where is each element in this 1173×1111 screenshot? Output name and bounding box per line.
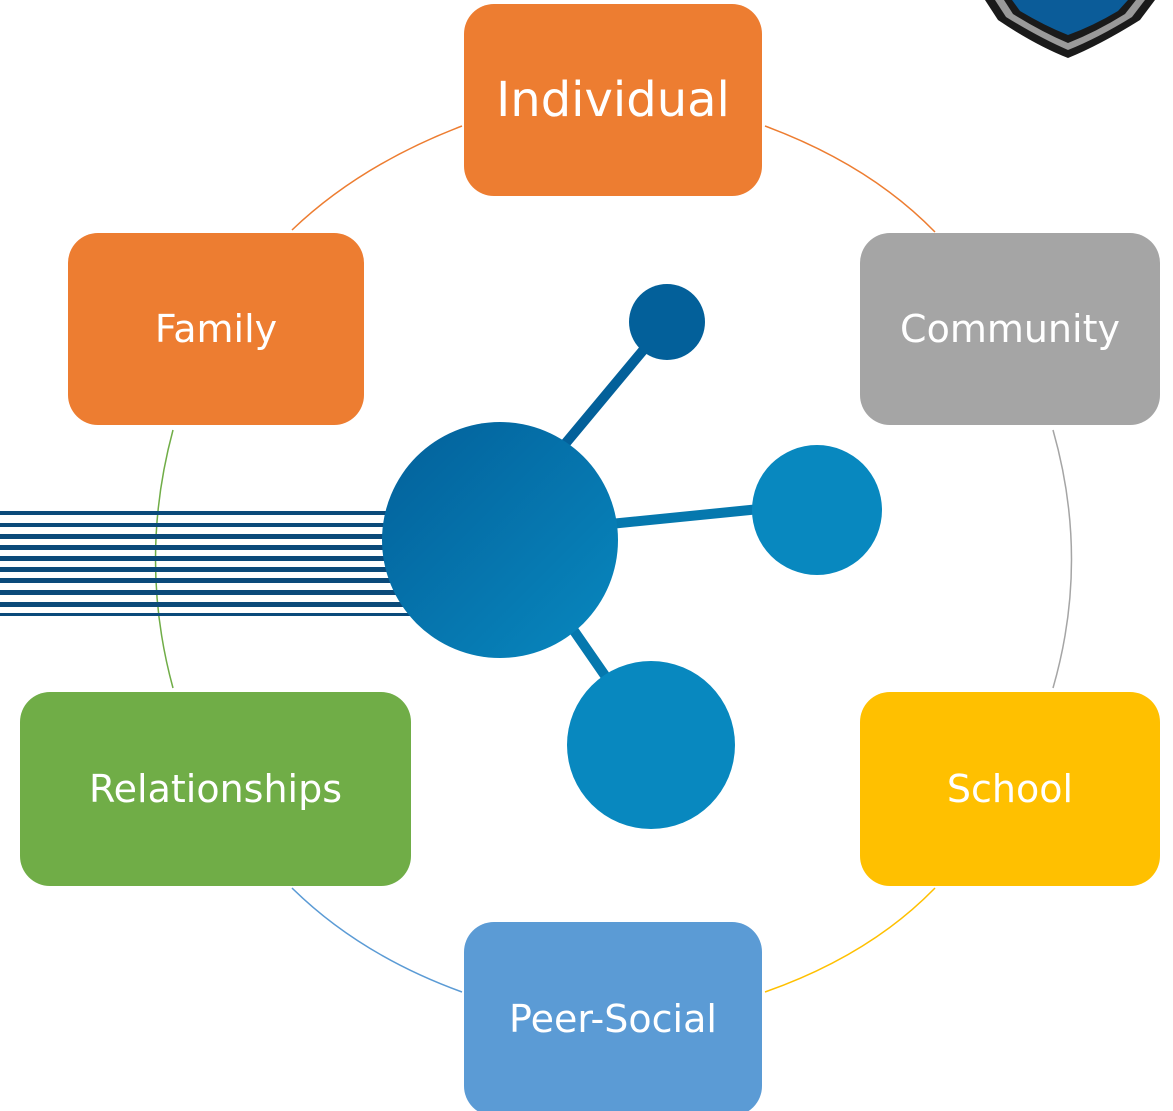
node-relationships-label: Relationships [88,767,343,811]
connector-individual-community [764,125,936,233]
connector-family-individual [291,125,463,231]
shield-logo-icon [985,0,1155,58]
node-community: Community [860,233,1160,425]
node-school-label: School [946,767,1074,811]
node-individual-label: Individual [496,72,730,128]
node-family: Family [68,233,364,425]
node-community-label: Community [900,307,1120,351]
connector-school-peer [764,887,936,993]
connector-community-school [1052,429,1073,689]
node-peer-social: Peer-Social [464,922,762,1111]
node-peer-social-label: Peer-Social [509,997,717,1041]
node-relationships: Relationships [20,692,411,886]
connector-relationships-family [154,429,174,689]
node-school: School [860,692,1160,886]
node-family-label: Family [154,307,278,351]
connector-peer-relationships [291,887,463,993]
node-individual: Individual [464,4,762,196]
